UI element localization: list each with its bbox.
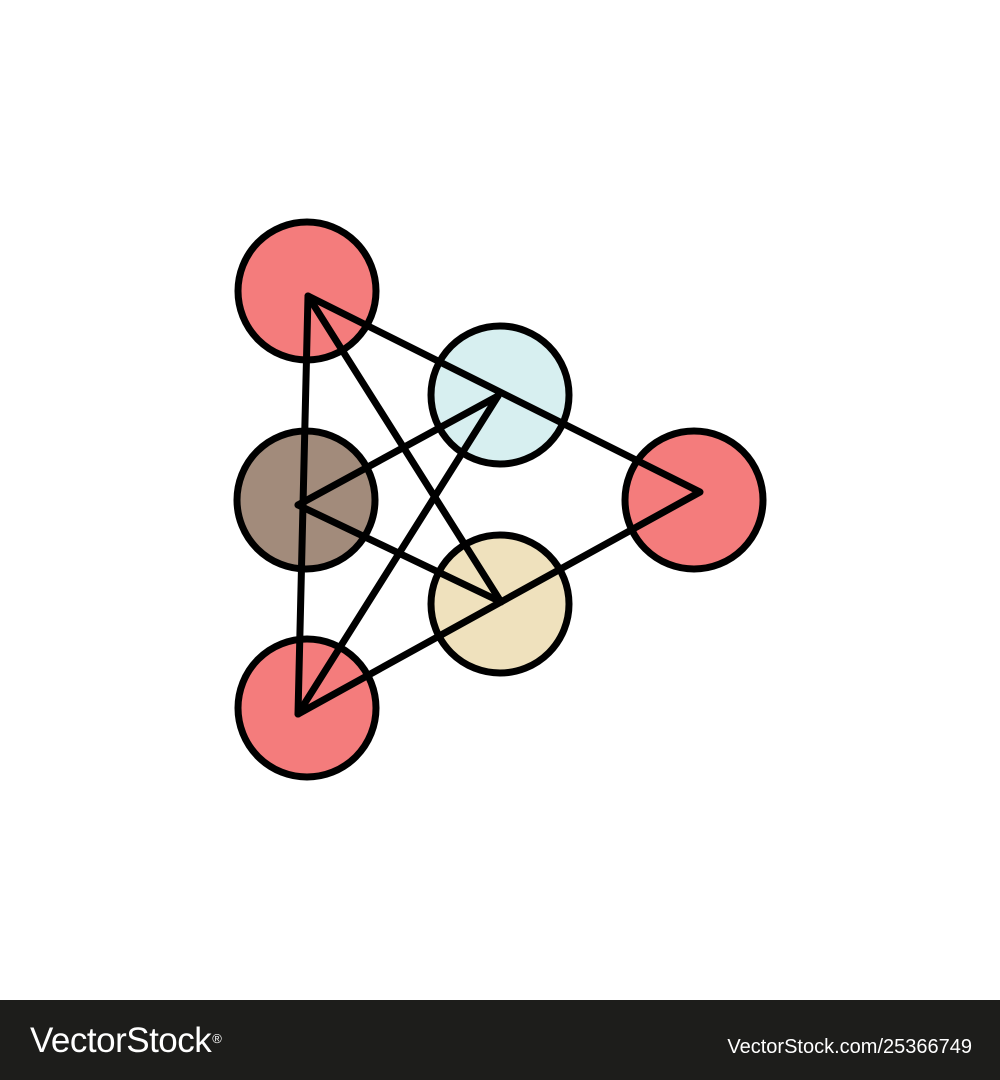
vectorstock-logo: VectorStock®	[30, 1021, 222, 1061]
image-id: VectorStock.com/25366749	[727, 1036, 972, 1058]
watermark-bar: VectorStock® VectorStock.com/25366749	[0, 1000, 1000, 1080]
registered-mark: ®	[212, 1031, 222, 1046]
brand-name: VectorStock	[30, 1021, 212, 1060]
edge-middle-left-to-middle-top	[294, 392, 502, 509]
edge-bottom-left-to-middle-top	[294, 392, 502, 718]
node-right	[621, 427, 767, 573]
icon-canvas	[233, 218, 767, 781]
network-triangle-icon	[233, 218, 767, 781]
